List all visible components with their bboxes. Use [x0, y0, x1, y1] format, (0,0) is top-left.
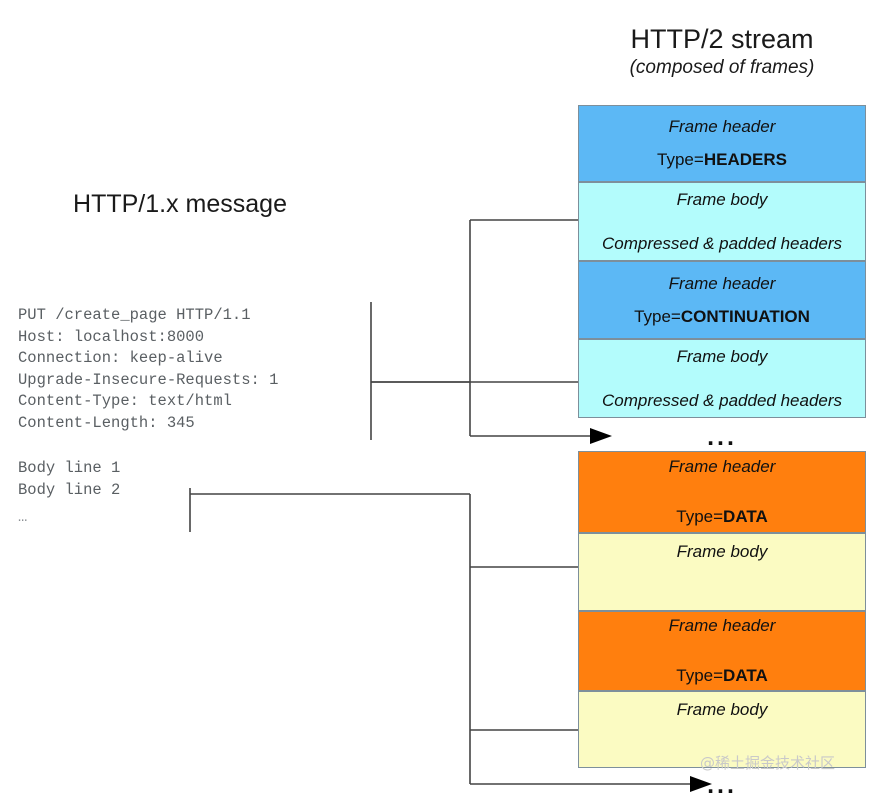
- http1-headers-text: PUT /create_page HTTP/1.1 Host: localhos…: [18, 306, 279, 432]
- frame-header-headers[interactable]: Frame header Type=HEADERS: [578, 105, 866, 182]
- frame-body-label: Frame body: [676, 542, 768, 561]
- frame-body-detail: Compressed & padded headers: [601, 390, 843, 410]
- frame-type-label: Type=CONTINUATION: [634, 307, 810, 327]
- frame-header-label: Frame header: [668, 616, 776, 635]
- frame-body-continuation[interactable]: Frame body Compressed & padded headers: [578, 339, 866, 418]
- frame-body-data-1[interactable]: Frame body: [578, 533, 866, 611]
- frame-header-continuation[interactable]: Frame header Type=CONTINUATION: [578, 261, 866, 339]
- frame-body-label: Frame body: [676, 189, 768, 209]
- frame-body-data-2[interactable]: Frame body: [578, 691, 866, 768]
- stream-subtitle: (composed of frames): [629, 57, 815, 78]
- frame-type-value: HEADERS: [703, 150, 787, 169]
- frame-type-prefix: Type=: [657, 150, 704, 169]
- frame-type-prefix: Type=: [634, 306, 681, 326]
- http1-body-ellipsis: …: [18, 508, 28, 526]
- frame-header-label: Frame header: [668, 457, 776, 476]
- frame-header-label: Frame header: [668, 117, 776, 136]
- frame-type-value: CONTINUATION: [680, 306, 810, 326]
- frame-body-label: Frame body: [676, 346, 768, 366]
- frame-type-prefix: Type=: [676, 666, 724, 685]
- http1-body-text: Body line 1 Body line 2: [18, 459, 121, 499]
- data-more-dots: ...: [707, 771, 737, 799]
- message-title: HTTP/1.x message: [73, 190, 287, 218]
- frame-type-value: DATA: [723, 666, 768, 685]
- watermark: @稀土掘金技术社区: [700, 754, 836, 772]
- frame-type-value: DATA: [723, 507, 768, 526]
- frame-header-label: Frame header: [668, 273, 776, 293]
- frame-type-prefix: Type=: [676, 507, 724, 526]
- frame-type-label: Type=DATA: [676, 666, 768, 686]
- frame-type-label: Type=HEADERS: [657, 150, 787, 170]
- frame-body-headers[interactable]: Frame body Compressed & padded headers: [578, 182, 866, 261]
- frame-body-detail: Compressed & padded headers: [601, 233, 843, 253]
- headers-more-dots: ...: [707, 423, 737, 451]
- frame-type-label: Type=DATA: [676, 507, 768, 527]
- frame-header-data-1[interactable]: Frame header Type=DATA: [578, 451, 866, 533]
- frame-body-label: Frame body: [676, 700, 768, 719]
- stream-title: HTTP/2 stream: [630, 24, 814, 54]
- frame-header-data-2[interactable]: Frame header Type=DATA: [578, 611, 866, 691]
